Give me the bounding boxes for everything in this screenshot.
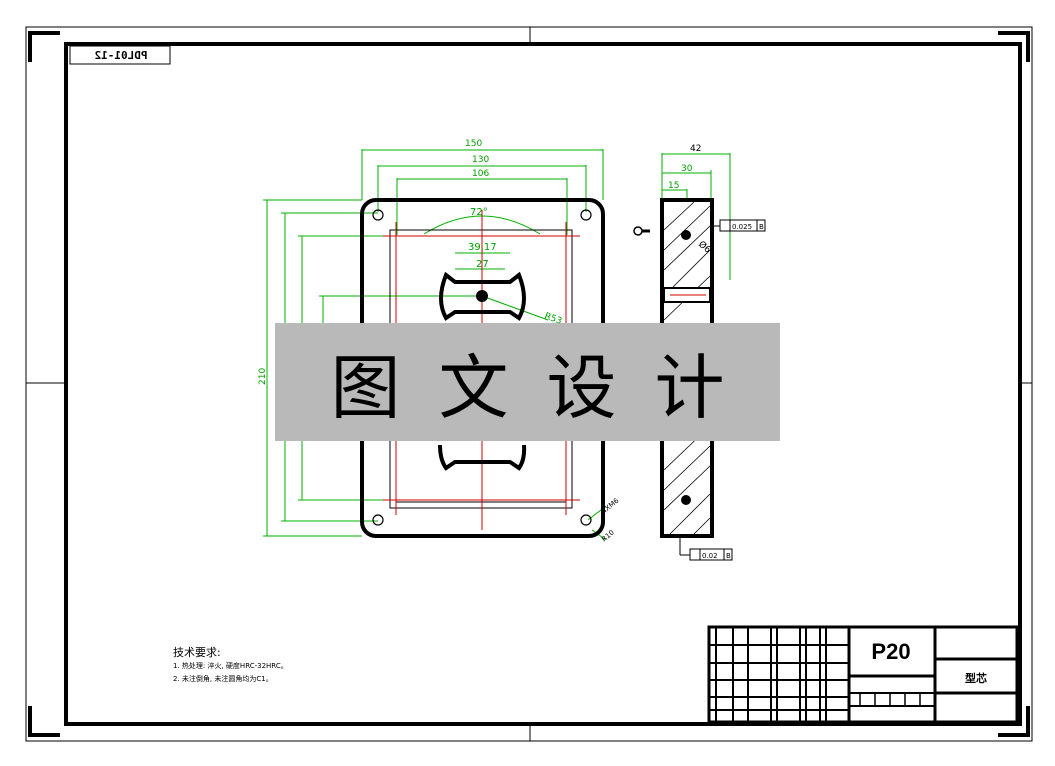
corner-marks (28, 31, 1030, 737)
svg-text:0.02: 0.02 (702, 552, 718, 560)
svg-text:39.17: 39.17 (468, 242, 497, 253)
watermark-banner: 图文设计 (275, 323, 780, 441)
part-name: 型芯 (965, 672, 987, 685)
svg-text:R10: R10 (600, 529, 616, 544)
svg-text:0.025: 0.025 (732, 223, 752, 231)
svg-text:210: 210 (258, 368, 268, 385)
part-number: P20 (871, 639, 911, 664)
svg-text:150: 150 (465, 139, 482, 149)
technical-requirement-1: 1. 热处理: 淬火, 硬度HRC-32HRC。 (173, 662, 288, 670)
technical-requirement-2: 2. 未注倒角, 未注圆角均为C1。 (173, 675, 273, 683)
title-block (707, 625, 1019, 724)
stamp-box (69, 45, 171, 65)
technical-requirements-title: 技术要求: (173, 646, 221, 659)
svg-text:15: 15 (668, 181, 679, 191)
inner-frame (64, 42, 1022, 726)
svg-text:130: 130 (472, 155, 489, 165)
svg-text:27: 27 (476, 259, 489, 270)
svg-text:B: B (726, 552, 731, 560)
svg-text:42: 42 (690, 144, 701, 154)
svg-text:106: 106 (472, 169, 489, 179)
svg-text:30: 30 (681, 164, 693, 174)
outer-border (25, 26, 1033, 742)
svg-text:B: B (759, 223, 764, 231)
drawing-code-stamp: PDL01-12 (94, 49, 148, 62)
watermark-text: 图文设计 (330, 346, 763, 429)
svg-text:72°: 72° (470, 207, 488, 218)
